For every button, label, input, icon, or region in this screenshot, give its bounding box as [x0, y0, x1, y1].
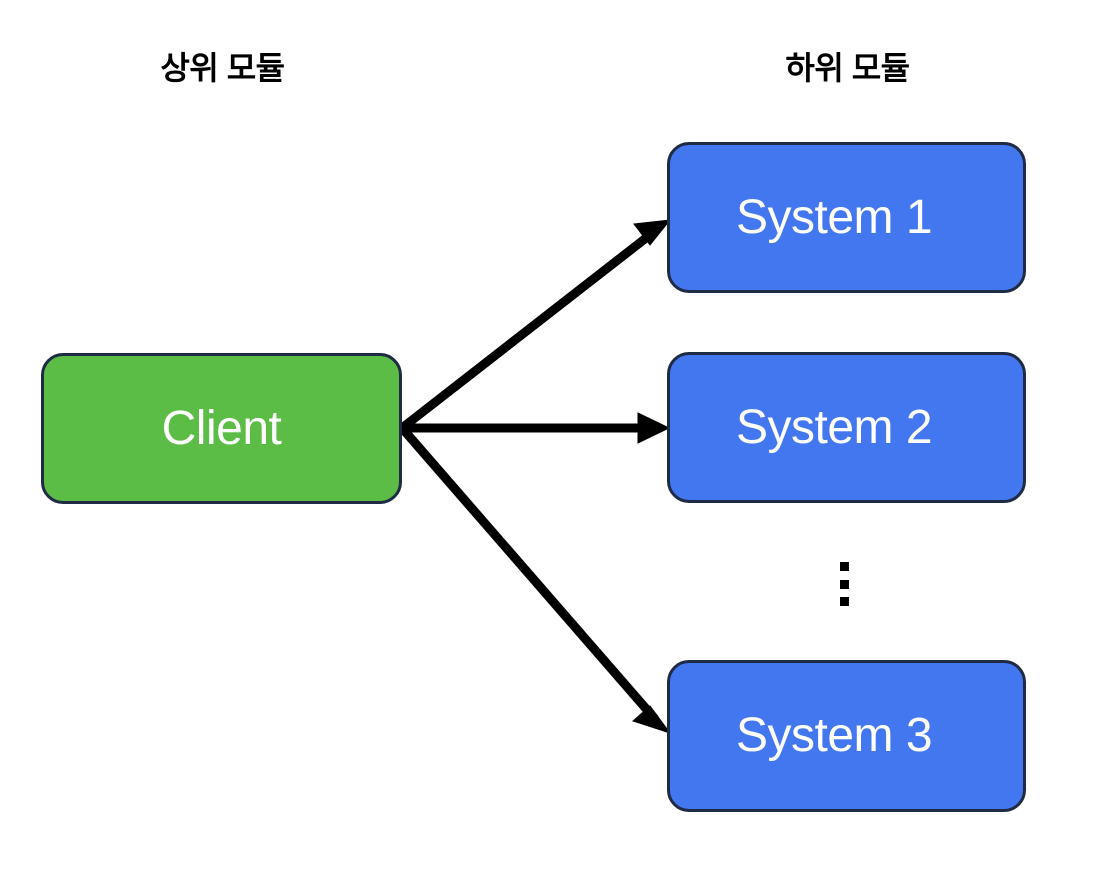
node-client-label: Client — [161, 401, 282, 455]
node-system-3-label: System 3 — [736, 709, 933, 762]
vertical-ellipsis-icon — [837, 562, 851, 606]
node-system-1[interactable]: System 1 — [667, 142, 1026, 293]
node-system-1-label: System 1 — [736, 190, 933, 244]
node-system-3[interactable]: System 3 — [667, 660, 1026, 812]
ellipsis-dot — [839, 597, 849, 606]
column-header-lower-module: 하위 모듈 — [785, 50, 910, 86]
node-system-2-label: System 2 — [736, 400, 933, 454]
edge-client-to-system-2 — [402, 412, 671, 444]
node-client[interactable]: Client — [41, 353, 402, 504]
edge-client-to-system-3 — [398, 425, 672, 734]
ellipsis-dot — [839, 579, 849, 589]
node-system-2[interactable]: System 2 — [667, 352, 1026, 503]
edge-client-to-system-1 — [399, 219, 672, 432]
ellipsis-dot — [839, 562, 849, 571]
column-header-upper-module: 상위 모듈 — [160, 50, 285, 86]
